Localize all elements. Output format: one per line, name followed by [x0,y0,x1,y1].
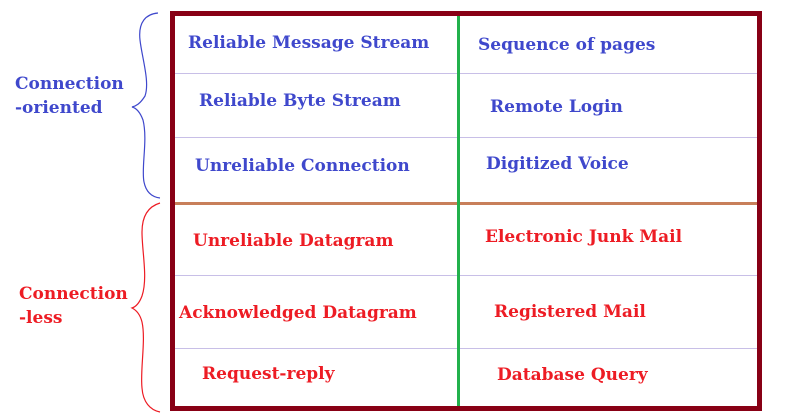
example-cell: Electronic Junk Mail [485,227,683,247]
group-divider [175,202,757,205]
service-cell: Reliable Byte Stream [199,91,401,111]
connectionless-line1: Connection [19,284,128,304]
example-cell: Registered Mail [494,302,646,322]
row-separator [175,73,757,74]
connectionless-label: Connection -less [19,282,128,330]
service-table [170,11,762,411]
column-divider [457,16,460,406]
connection-oriented-line1: Connection [15,74,124,94]
connection-oriented-brace [131,12,161,199]
example-cell: Database Query [497,365,648,385]
row-separator [175,137,757,138]
connectionless-line2: -less [19,308,63,328]
row-separator [175,348,757,349]
service-cell: Unreliable Connection [195,156,410,176]
connection-oriented-label: Connection -oriented [15,72,124,120]
example-cell: Digitized Voice [486,154,629,174]
row-separator [175,275,757,276]
connectionless-brace [130,202,161,413]
service-cell: Unreliable Datagram [193,231,394,251]
service-cell: Acknowledged Datagram [179,303,417,323]
example-cell: Remote Login [490,97,623,117]
example-cell: Sequence of pages [478,35,656,55]
service-cell: Reliable Message Stream [188,33,430,53]
connection-oriented-line2: -oriented [15,98,103,118]
service-cell: Request-reply [202,364,335,384]
